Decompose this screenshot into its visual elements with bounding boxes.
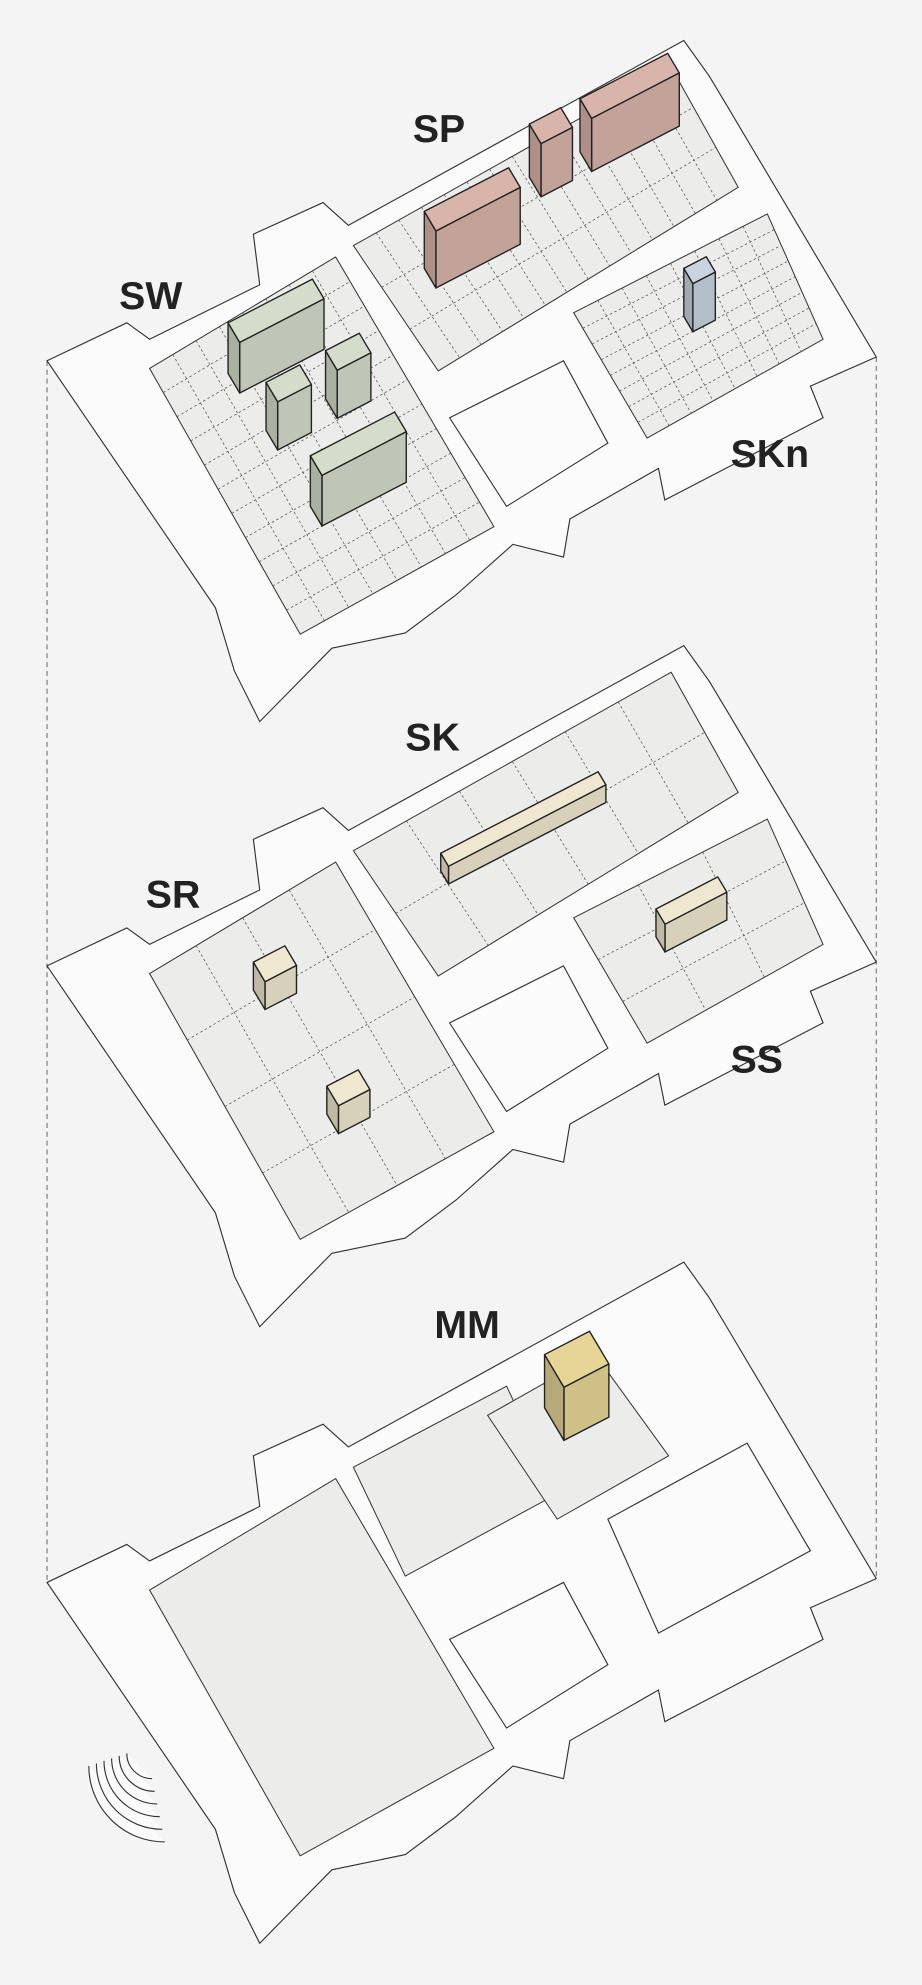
room-label-sp: SP: [413, 107, 465, 151]
room-sw-floor-grid-line: [272, 477, 466, 587]
exhibit-sr-2-top-face: [326, 1069, 371, 1107]
room-sw-floor-grid-line: [217, 379, 408, 490]
exhibit-sw-2-top-face: [265, 364, 313, 403]
room-skn-floor-grid-line: [582, 229, 775, 329]
exhibit-sp-2-top-face: [528, 107, 574, 145]
exhibit-sw-4-top-face: [309, 411, 407, 477]
room-skn-floor-grid-line: [694, 250, 758, 377]
room-sw-floor-grid-line: [258, 452, 451, 563]
exhibit-mm-1-top-face: [543, 1330, 610, 1388]
room-sp-floor-grid-line: [421, 207, 503, 332]
floor-top: [46, 39, 878, 723]
room-sr-floor-grid-line: [288, 889, 446, 1159]
room-ss-floor-grid-line: [622, 902, 805, 1002]
room-sp-floor-grid-line: [443, 194, 525, 319]
room-skn-floor-grid-line: [619, 291, 803, 392]
floor-middle: [46, 644, 878, 1328]
room-skn-floor-grid-line: [628, 307, 810, 408]
room-sr-floor-grid-line: [224, 996, 415, 1107]
room-sp-floor-grid-line: [409, 146, 717, 330]
room-skn-floor-grid-line: [645, 275, 714, 402]
room-sr-floor-grid-line: [195, 945, 349, 1213]
room-sr-floor-grid-line: [262, 1064, 455, 1174]
exhibit-sp-3-top-face: [579, 52, 681, 120]
room-east: [607, 1442, 812, 1634]
room-label-skn: SKn: [731, 432, 809, 476]
room-label-sk: SK: [405, 716, 460, 760]
room-sp-floor-grid-line: [489, 168, 568, 293]
exhibit-sk-vitrine-top-face: [440, 771, 607, 868]
exhibit-sr-1-top-face: [252, 945, 298, 983]
stair-hall: [448, 360, 609, 508]
room-skn-floor-grid-line: [610, 276, 796, 376]
exhibit-sw-3-top-face: [324, 332, 372, 371]
room-skn-floor-grid-line: [637, 323, 817, 423]
room-sp-floor-grid-line: [511, 156, 589, 280]
room-sw-floor-grid-line: [204, 354, 394, 466]
room-sp-floor-grid-line: [602, 105, 675, 227]
stair-hall: [448, 965, 609, 1113]
room-sp-floor-grid-line: [557, 130, 632, 254]
room-sw-floor-grid-line: [286, 501, 480, 611]
exhibit-sp-1-top-face: [423, 167, 521, 232]
stair-hall: [448, 1581, 609, 1729]
room-label-mm: MM: [434, 1303, 499, 1347]
room-sr-floor-grid-line: [187, 929, 376, 1041]
room-label-sr: SR: [146, 873, 201, 917]
room-sw-floor-grid-line: [312, 270, 471, 541]
room-sk-floor-grid-line: [617, 701, 689, 824]
room-sw-floor-grid-line: [190, 330, 380, 442]
room-sw-floor-grid-line: [172, 354, 325, 621]
room-sp-floor-grid-line: [534, 143, 610, 267]
room-sp-floor-grid-line: [580, 117, 653, 240]
exhibit-skn-1-top-face: [683, 256, 717, 285]
exhibit-sw-1-top-face: [227, 278, 325, 344]
apse-arc: [126, 1753, 153, 1780]
room-skn-floor-grid-line: [670, 263, 736, 389]
floor-bottom: [46, 1261, 878, 1945]
exhibit-ss-1-top-face: [655, 876, 728, 925]
room-sw-floor-grid-line: [195, 340, 349, 608]
room-label-ss: SS: [731, 1037, 783, 1081]
room-label-sw: SW: [119, 274, 182, 318]
room-west-hall: [148, 1477, 495, 1857]
